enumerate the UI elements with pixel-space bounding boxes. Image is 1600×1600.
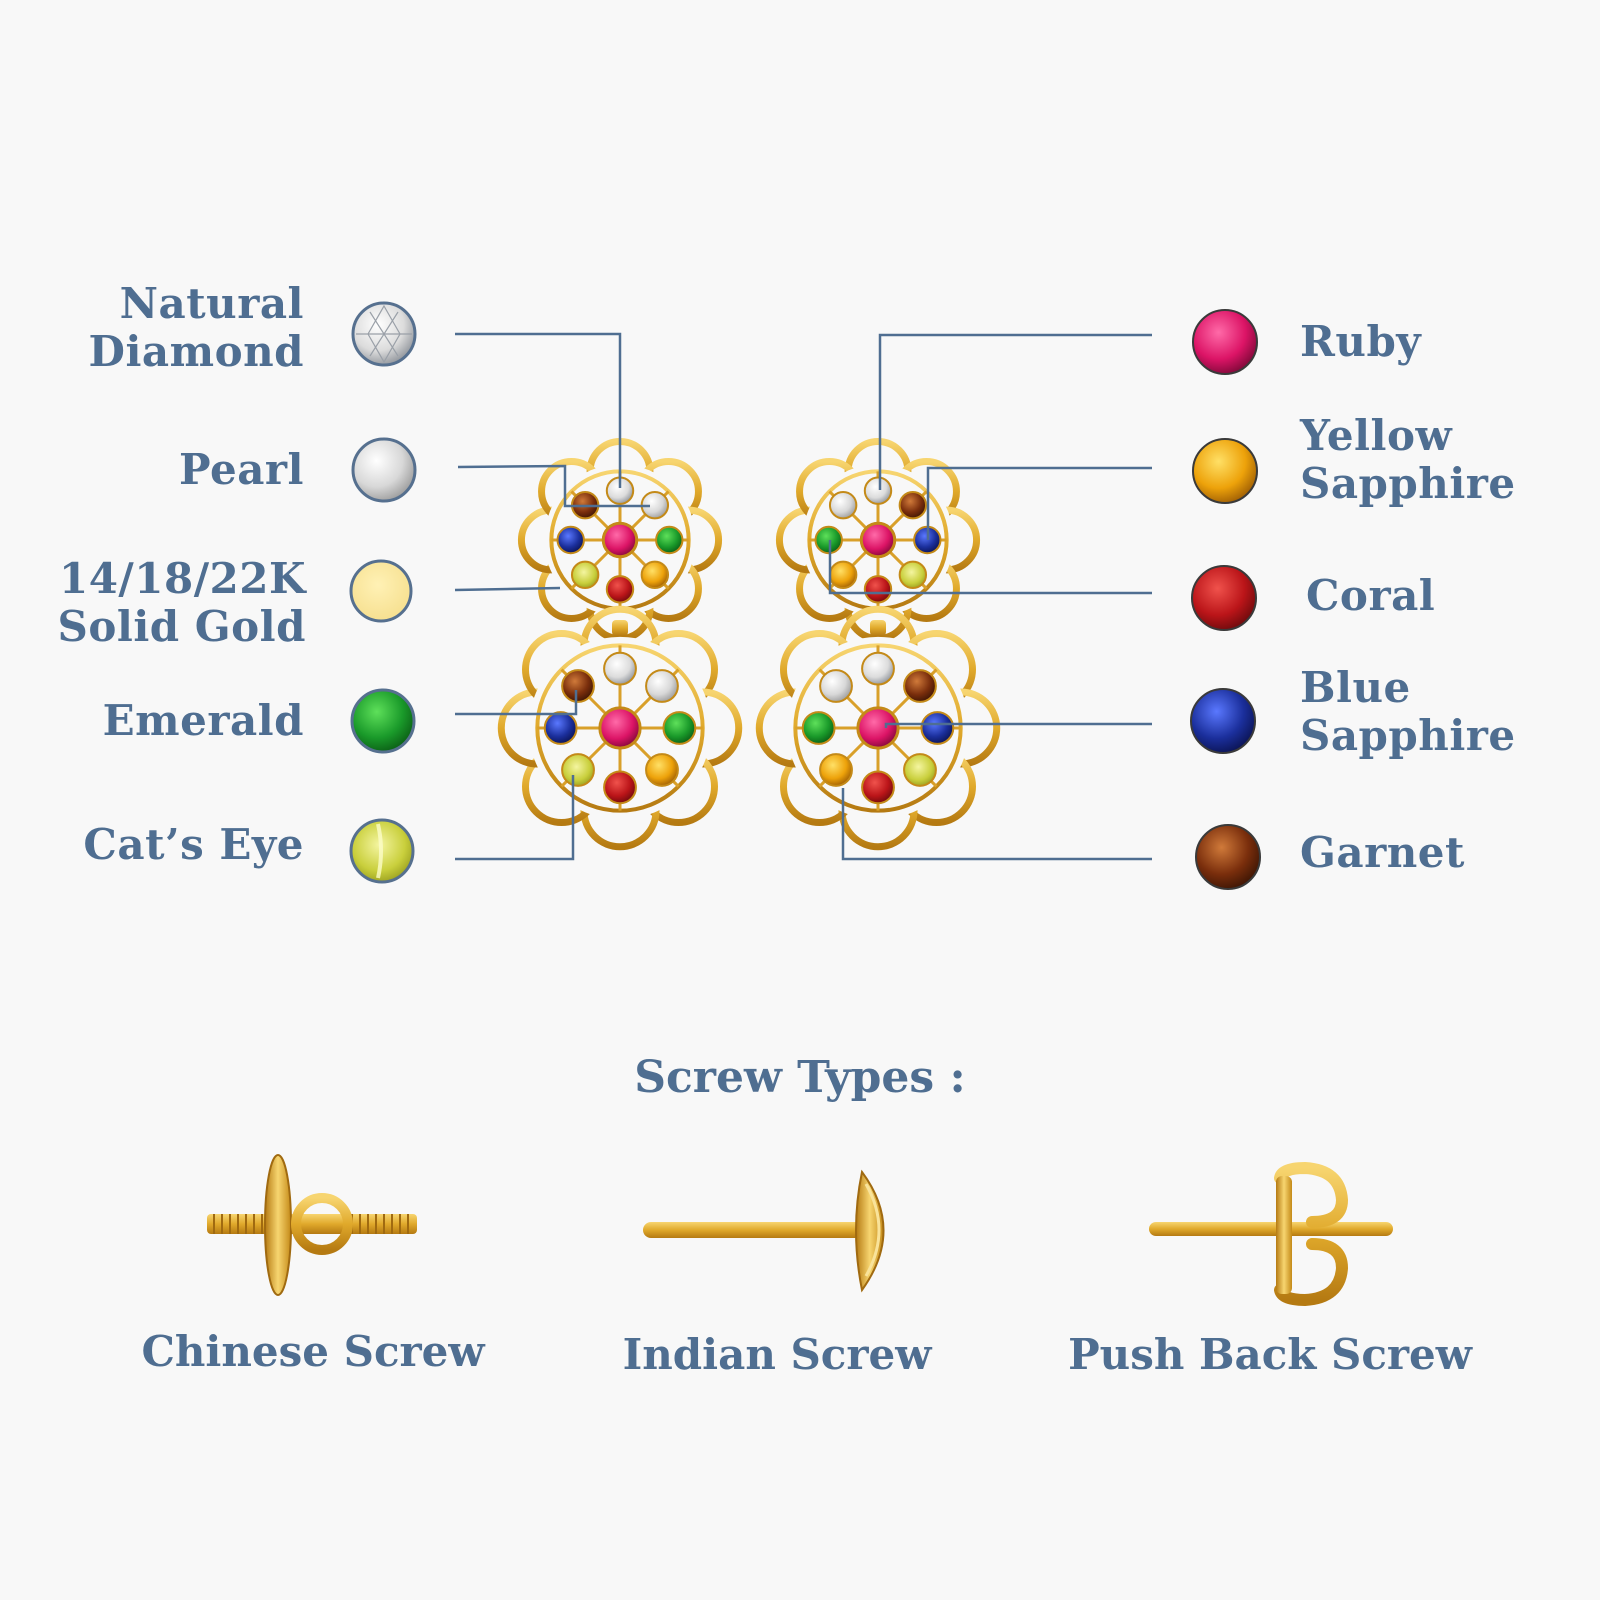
right-earring-top	[775, 437, 981, 643]
leader-garnet	[841, 788, 1152, 861]
legend-swatches-left	[349, 301, 417, 884]
pearl-swatch	[351, 437, 417, 503]
leader-gold	[454, 586, 561, 592]
chinese-screw-image	[207, 1154, 417, 1296]
label-chinese-screw: Chinese Screw	[141, 1327, 485, 1376]
leader-cats-eye	[455, 775, 575, 861]
legend-swatches-right	[1190, 309, 1261, 890]
blue-sapphire-swatch	[1190, 688, 1256, 754]
label-cats-eye: Cat’s Eye	[83, 820, 304, 869]
leader-yellow-sapphire	[926, 466, 1152, 540]
emerald-swatch	[350, 688, 416, 754]
label-yellow-sapphire: Yellow Sapphire	[1300, 411, 1516, 508]
gold-swatch	[349, 559, 413, 623]
push-back-screw-image	[1149, 1161, 1393, 1307]
earrings	[497, 437, 1001, 851]
label-blue-sapphire: Blue Sapphire	[1300, 663, 1516, 760]
label-indian-screw: Indian Screw	[622, 1330, 932, 1379]
label-pearl: Pearl	[179, 445, 304, 494]
right-earring-connector	[870, 620, 886, 636]
label-coral: Coral	[1306, 571, 1436, 620]
screw-types-heading: Screw Types :	[634, 1052, 966, 1103]
right-earring-bottom	[755, 605, 1001, 851]
label-emerald: Emerald	[102, 696, 304, 745]
left-earring-bottom	[497, 605, 743, 851]
leader-ruby	[878, 333, 1152, 490]
leader-diamond	[455, 332, 622, 488]
label-natural-diamond: Natural Diamond	[88, 279, 304, 376]
label-garnet: Garnet	[1300, 828, 1465, 877]
garnet-swatch	[1195, 824, 1261, 890]
label-solid-gold: 14/18/22K Solid Gold	[57, 554, 306, 651]
leader-blue-sapphire	[884, 722, 1152, 728]
leader-lines	[454, 332, 1152, 861]
label-ruby: Ruby	[1300, 317, 1422, 366]
yellow-sapphire-swatch	[1192, 438, 1258, 504]
leader-emerald	[455, 690, 578, 716]
coral-swatch	[1191, 565, 1257, 631]
label-push-back-screw: Push Back Screw	[1068, 1330, 1472, 1379]
left-earring-connector	[612, 620, 628, 636]
leader-pearl	[457, 464, 650, 508]
leader-coral	[828, 540, 1152, 595]
indian-screw-image	[643, 1169, 885, 1293]
ruby-swatch	[1192, 309, 1258, 375]
